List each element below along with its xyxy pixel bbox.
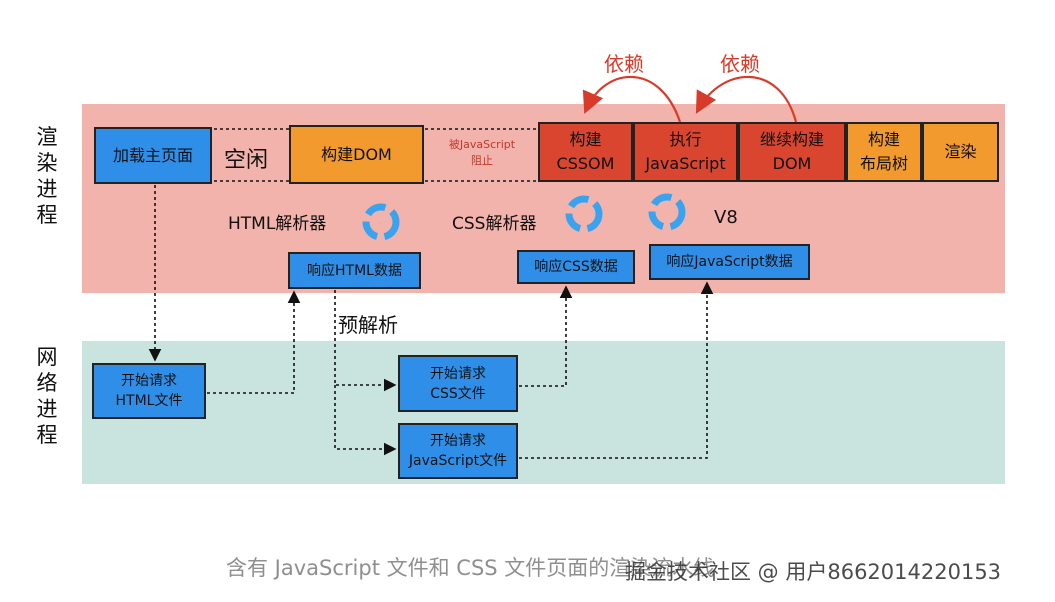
dependency-arrow-2 — [695, 75, 798, 123]
idle-label: 空闲 — [224, 148, 269, 173]
load-main-page-label: 加载主页面 — [112, 145, 193, 165]
build-dom-box: 构建DOM — [289, 125, 424, 184]
v8-cycle-icon — [648, 193, 686, 231]
continue-dom-box: 继续构建 DOM — [738, 122, 846, 182]
build-dom-label: 构建DOM — [321, 144, 392, 164]
css-parser-cycle-icon — [565, 195, 603, 233]
execute-js-line-2: JavaScript — [645, 154, 726, 173]
js-response-box: 响应JavaScript数据 — [649, 244, 810, 280]
request-css-line-2: CSS文件 — [430, 385, 486, 402]
build-layout-tree-box: 构建 布局树 — [846, 122, 922, 182]
request-js-line-1: 开始请求 — [430, 433, 486, 449]
request-js-to-response-arrow — [519, 281, 714, 459]
watermark: 掘金技术社区 @ 用户8662014220153 — [625, 560, 1002, 584]
request-html-line-1: 开始请求 — [121, 373, 177, 389]
execute-js-box: 执行 JavaScript — [633, 122, 738, 182]
html-parser-label: HTML解析器 — [228, 214, 327, 234]
blocked-dotted-link — [425, 128, 538, 182]
request-css-line-1: 开始请求 — [430, 365, 486, 382]
css-response-label: 响应CSS数据 — [534, 259, 618, 275]
network-process-band — [82, 341, 1005, 484]
request-html-box: 开始请求 HTML文件 — [92, 363, 206, 419]
html-response-label: 响应HTML数据 — [307, 262, 402, 279]
request-html-to-response-arrow — [207, 290, 301, 394]
idle-dotted-link — [214, 128, 289, 182]
dependency-arrow-1 — [582, 75, 682, 123]
network-process-label: 网络进程 — [36, 345, 58, 447]
js-response-label: 响应JavaScript数据 — [666, 254, 793, 270]
build-cssom-box: 构建 CSSOM — [538, 122, 633, 182]
continue-dom-line-2: DOM — [772, 154, 812, 173]
v8-label: V8 — [714, 207, 738, 228]
blocked-by-js-note: 被JavaScript 阻止 — [441, 137, 523, 169]
css-parser-label: CSS解析器 — [452, 214, 537, 234]
execute-js-line-1: 执行 — [669, 130, 702, 149]
dependency-label-2: 依赖 — [720, 52, 760, 76]
request-js-box: 开始请求 JavaScript文件 — [398, 423, 518, 479]
render-step-label: 渲染 — [944, 142, 977, 161]
continue-dom-line-1: 继续构建 — [759, 130, 824, 149]
dependency-label-1: 依赖 — [604, 52, 644, 76]
html-parser-cycle-icon — [362, 203, 400, 241]
preparse-to-css-request-arrow — [334, 290, 397, 392]
blocked-by-js-line-2: 阻止 — [471, 154, 493, 167]
preparse-to-js-request-arrow — [334, 385, 397, 456]
render-process-label: 渲染进程 — [36, 125, 58, 227]
build-cssom-line-1: 构建 — [569, 130, 602, 149]
build-layout-tree-line-2: 布局树 — [859, 154, 908, 173]
request-html-line-2: HTML文件 — [115, 393, 183, 409]
preparse-label: 预解析 — [338, 313, 398, 337]
load-main-page-box: 加载主页面 — [94, 127, 212, 184]
request-css-box: 开始请求 CSS文件 — [398, 355, 518, 412]
css-response-box: 响应CSS数据 — [517, 250, 635, 284]
build-cssom-line-2: CSSOM — [556, 154, 615, 173]
build-layout-tree-line-1: 构建 — [867, 130, 900, 149]
render-step-box: 渲染 — [922, 122, 999, 182]
html-response-box: 响应HTML数据 — [288, 252, 421, 289]
blocked-by-js-line-1: 被JavaScript — [448, 138, 516, 151]
request-css-to-response-arrow — [519, 285, 573, 387]
figure-caption: 含有 JavaScript 文件和 CSS 文件页面的渲染流水线 — [226, 556, 715, 580]
request-js-line-2: JavaScript文件 — [408, 453, 508, 469]
